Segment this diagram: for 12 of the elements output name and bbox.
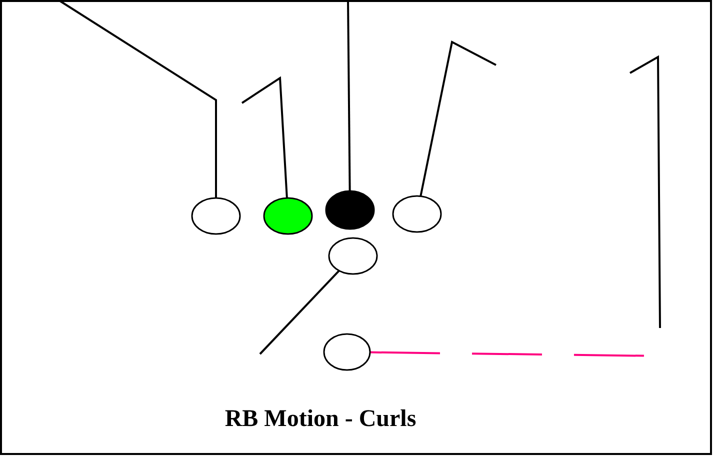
route-line — [347, 1, 351, 191]
player-circle — [328, 237, 378, 275]
route-line — [420, 40, 496, 196]
play-caption: RB Motion - Curls — [224, 406, 416, 432]
player-circle — [325, 190, 375, 230]
player-circle — [191, 197, 241, 235]
route-line — [259, 270, 340, 355]
player-circle — [392, 195, 442, 233]
player-circle — [323, 333, 371, 371]
route-line — [59, 0, 217, 198]
player-circle — [263, 197, 313, 235]
route-line — [241, 76, 288, 198]
